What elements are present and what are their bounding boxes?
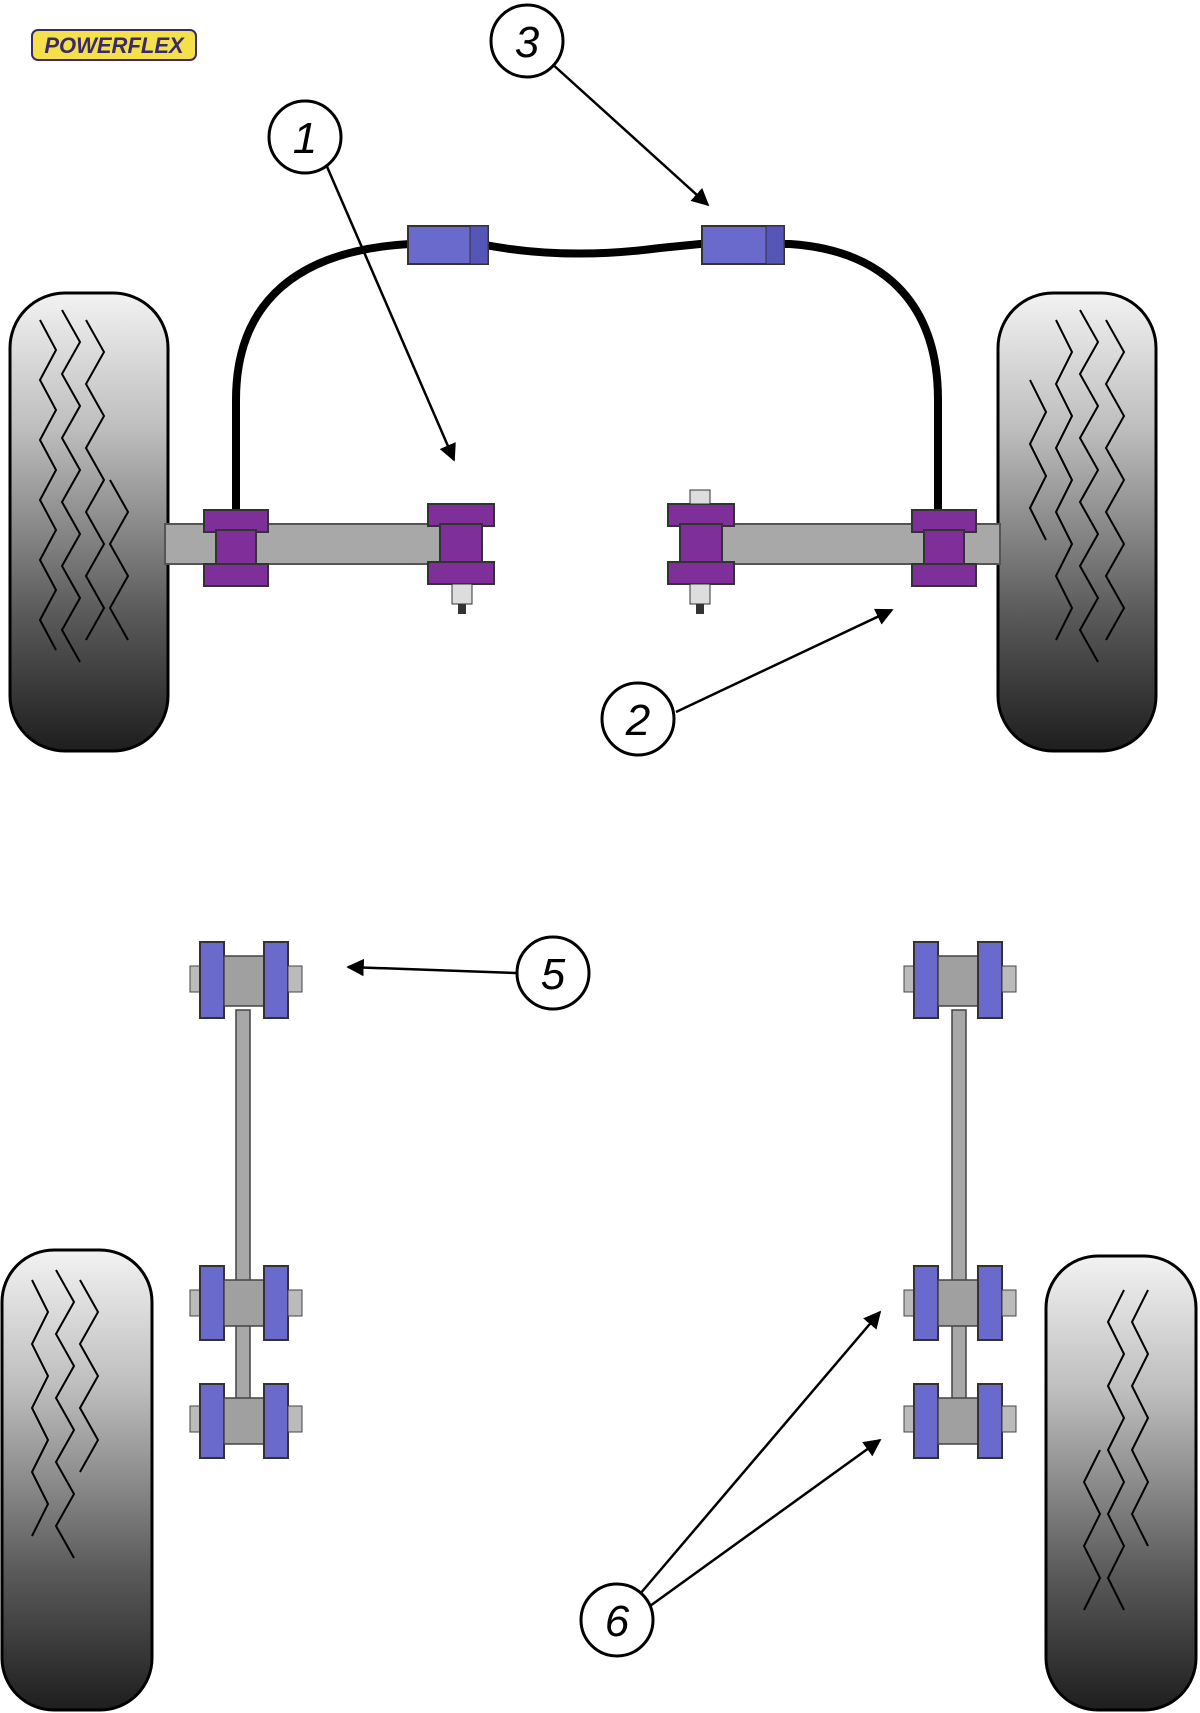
wheel-icon <box>996 291 1158 753</box>
bush-icon <box>189 1265 303 1341</box>
bush-icon <box>407 225 489 265</box>
arrow-icon <box>649 1438 882 1608</box>
callout-label: 3 <box>515 18 540 67</box>
callout-3: 3 <box>489 3 565 79</box>
callout-label: 1 <box>293 114 317 163</box>
arrow-icon <box>346 958 517 977</box>
arrow-icon <box>639 1310 882 1595</box>
bush-icon <box>189 941 303 1019</box>
bush-icon <box>911 509 977 587</box>
wheel-icon <box>8 291 170 753</box>
wheel-icon <box>0 1248 154 1712</box>
callout-label: 6 <box>605 1597 630 1646</box>
callout-5: 5 <box>515 935 591 1011</box>
callout-2: 2 <box>600 681 676 757</box>
logo-text: POWERFLEX <box>44 33 185 58</box>
wheel-icon <box>1044 1254 1198 1712</box>
bush-icon <box>701 225 785 265</box>
arrow-icon <box>675 608 894 714</box>
bush-icon <box>203 509 269 587</box>
bush-icon <box>427 503 495 614</box>
bush-icon <box>667 489 735 614</box>
left-drop-link-rod <box>235 1009 251 1411</box>
callout-1: 1 <box>267 99 343 175</box>
anti-roll-bar <box>232 240 942 516</box>
bush-icon <box>189 1383 303 1459</box>
callout-label: 2 <box>625 696 650 745</box>
callout-label: 5 <box>541 950 566 999</box>
arrow-icon <box>323 161 456 462</box>
arrow-icon <box>549 61 710 207</box>
callout-6: 6 <box>579 1582 655 1658</box>
bush-icon <box>903 941 1017 1019</box>
powerflex-logo: POWERFLEX <box>31 29 197 61</box>
bush-icon <box>903 1265 1017 1341</box>
bush-icon <box>903 1383 1017 1459</box>
right-drop-link-rod <box>951 1009 967 1411</box>
